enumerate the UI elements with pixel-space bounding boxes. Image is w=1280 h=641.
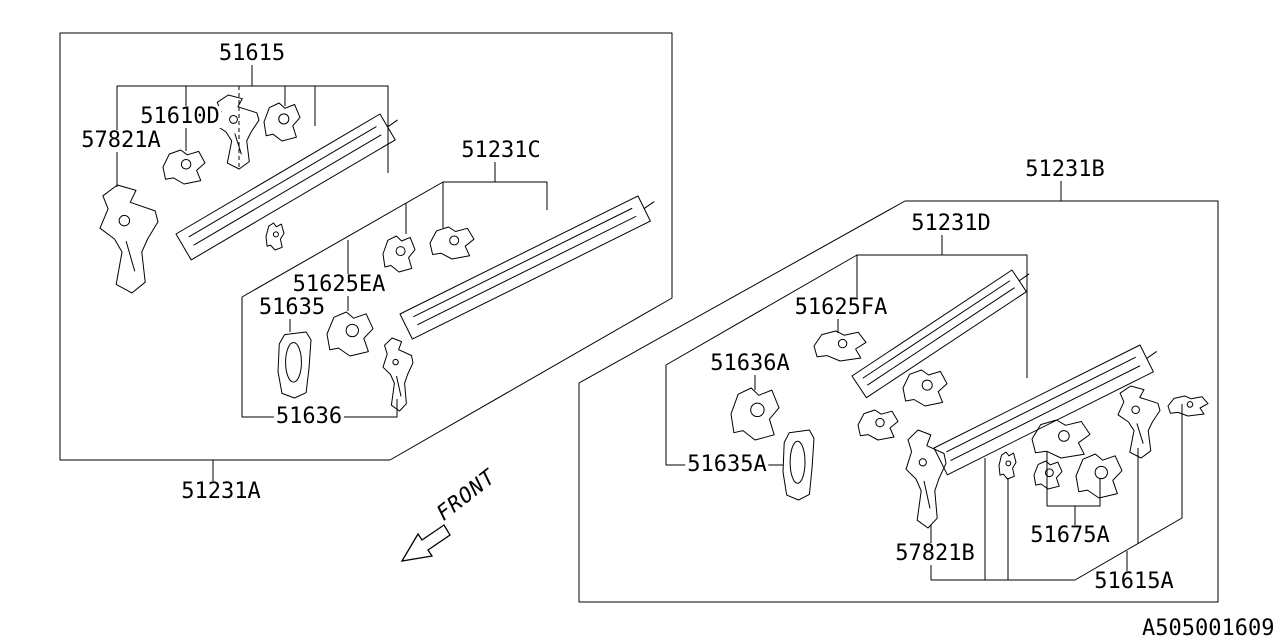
part-sketch-corner-bracket-2: [857, 409, 899, 441]
part-sketch-hump-bracket: [902, 369, 948, 407]
part-sketch-rail-51615: [175, 113, 398, 261]
part-label-51231A[interactable]: 51231A: [179, 479, 263, 504]
part-label-51625EA[interactable]: 51625EA: [290, 272, 388, 297]
bracket-line: [931, 404, 1183, 581]
part-sketch-rail-51615A: [933, 344, 1157, 476]
part-sketch-bracket-51625EA: [326, 311, 374, 357]
part-sketch-table-clip: [429, 226, 475, 260]
part-label-51625FA[interactable]: 51625FA: [792, 295, 890, 320]
part-sketch-bracket-51636A: [730, 387, 780, 441]
part-label-51635A[interactable]: 51635A: [685, 452, 769, 477]
part-sketch-clip-51675A-left: [1033, 460, 1063, 490]
part-label-51231C[interactable]: 51231C: [459, 138, 543, 163]
part-label-57821B[interactable]: 57821B: [893, 541, 977, 566]
bracket-line: [665, 365, 686, 466]
bracket-line: [1046, 452, 1101, 507]
part-sketch-side-panel: [1117, 385, 1161, 459]
part-sketch-panel-51635: [277, 331, 312, 399]
part-sketch-apron-bracket-57821A: [99, 184, 159, 294]
part-label-51636[interactable]: 51636: [273, 404, 345, 429]
left-group-box: [59, 32, 673, 461]
part-sketch-u-bracket: [382, 235, 416, 273]
bracket-line: [344, 399, 398, 418]
part-sketch-small-tag: [998, 451, 1017, 480]
part-label-51615[interactable]: 51615: [216, 41, 288, 66]
part-label-51675A[interactable]: 51675A: [1028, 523, 1112, 548]
right-group-box: [578, 200, 1219, 603]
part-sketch-rail-51231C: [399, 195, 655, 340]
part-sketch-pillar-51636: [382, 337, 414, 412]
part-sketch-clip-51675A-right: [1075, 453, 1123, 499]
bracket-line: [442, 181, 548, 228]
part-sketch-wing-clip: [1167, 395, 1209, 417]
part-label-51231D[interactable]: 51231D: [909, 211, 993, 236]
leader-line: [241, 181, 444, 298]
part-sketch-tiny-clip: [265, 222, 285, 251]
part-sketch-corner-bracket: [162, 149, 206, 185]
front-arrow-icon: [400, 524, 451, 562]
part-sketch-panel-51635A: [782, 429, 815, 501]
bracket-line: [241, 297, 274, 418]
part-sketch-small-bracket: [263, 102, 301, 142]
leader-line: [665, 254, 858, 366]
part-label-51635[interactable]: 51635: [256, 295, 328, 320]
part-label-51636A[interactable]: 51636A: [708, 351, 792, 376]
diagram-code: A505001609: [1142, 616, 1275, 641]
part-label-51231B[interactable]: 51231B: [1023, 157, 1107, 182]
part-sketch-bracket-51625FA: [813, 330, 867, 362]
part-sketch-pillar-57821B: [905, 429, 947, 529]
part-sketch-rail-51231D: [851, 269, 1030, 399]
part-sketch-mount-bracket: [1031, 419, 1091, 459]
part-label-51610D[interactable]: 51610D: [138, 104, 222, 129]
part-label-57821A[interactable]: 57821A: [79, 128, 163, 153]
part-label-51615A[interactable]: 51615A: [1092, 569, 1176, 594]
